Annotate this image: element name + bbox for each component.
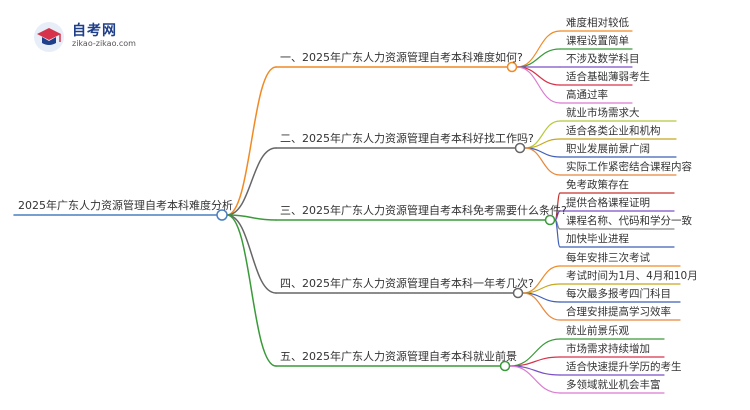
leaf-node[interactable]: 免考政策存在 — [566, 179, 629, 191]
graduation-cap-icon — [34, 22, 64, 52]
branch-connector — [226, 66, 277, 216]
root-node[interactable]: 2025年广东人力资源管理自考本科难度分析 — [18, 199, 233, 212]
branch-toggle-circle[interactable] — [514, 142, 526, 154]
branch-node[interactable]: 一、2025年广东人力资源管理自考本科难度如何? — [280, 51, 523, 64]
leaf-node[interactable]: 难度相对较低 — [566, 17, 629, 29]
leaf-node[interactable]: 每年安排三次考试 — [566, 252, 650, 264]
leaf-node[interactable]: 考试时间为1月、4月和10月 — [566, 270, 698, 282]
leaf-node[interactable]: 课程设置简单 — [566, 35, 629, 47]
leaf-connector — [516, 66, 561, 86]
branch-connector — [226, 214, 277, 294]
leaf-node[interactable]: 职业发展前景广阔 — [566, 143, 650, 155]
leaf-node[interactable]: 高通过率 — [566, 89, 608, 101]
leaf-node[interactable]: 合理安排提高学习效率 — [566, 306, 671, 318]
leaf-connector — [516, 66, 561, 104]
leaf-connector — [516, 30, 561, 68]
leaf-node[interactable]: 就业前景乐观 — [566, 325, 629, 337]
leaf-node[interactable]: 适合基础薄弱考生 — [566, 71, 650, 83]
leaf-node[interactable]: 适合各类企业和机构 — [566, 125, 661, 137]
site-logo[interactable]: 自考网 zikao-zikao.com — [32, 18, 172, 54]
branch-node[interactable]: 四、2025年广东人力资源管理自考本科一年考几次? — [280, 277, 534, 290]
leaf-node[interactable]: 就业市场需求大 — [566, 107, 640, 119]
leaf-connector — [509, 365, 561, 394]
branch-toggle-circle[interactable] — [506, 61, 518, 73]
leaf-node[interactable]: 每次最多报考四门科目 — [566, 288, 671, 300]
branch-node[interactable]: 五、2025年广东人力资源管理自考本科就业前景 — [280, 350, 517, 363]
leaf-connector — [554, 219, 561, 248]
branch-toggle-circle[interactable] — [499, 360, 511, 372]
branch-connector — [226, 214, 277, 221]
logo-title: 自考网 — [72, 23, 117, 39]
branch-toggle-circle[interactable] — [512, 287, 524, 299]
logo-subtitle: zikao-zikao.com — [72, 39, 136, 48]
branch-node[interactable]: 三、2025年广东人力资源管理自考本科免考需要什么条件? — [280, 204, 567, 217]
leaf-node[interactable]: 多领域就业机会丰富 — [566, 379, 661, 391]
leaf-connector — [522, 292, 561, 321]
leaf-connector — [524, 147, 561, 176]
leaf-node[interactable]: 不涉及数学科目 — [566, 53, 640, 65]
branch-connector — [226, 147, 277, 216]
leaf-node[interactable]: 课程名称、代码和学分一致 — [566, 215, 692, 227]
root-toggle-circle[interactable] — [216, 209, 228, 221]
leaf-connector — [516, 48, 561, 68]
leaf-node[interactable]: 实际工作紧密结合课程内容 — [566, 161, 692, 173]
branch-toggle-circle[interactable] — [544, 214, 556, 226]
leaf-node[interactable]: 市场需求持续增加 — [566, 343, 650, 355]
branch-node[interactable]: 二、2025年广东人力资源管理自考本科好找工作吗? — [280, 132, 534, 145]
leaf-node[interactable]: 提供合格课程证明 — [566, 197, 650, 209]
leaf-node[interactable]: 加快毕业进程 — [566, 233, 629, 245]
leaf-node[interactable]: 适合快速提升学历的考生 — [566, 361, 682, 373]
branch-connector — [226, 214, 277, 367]
